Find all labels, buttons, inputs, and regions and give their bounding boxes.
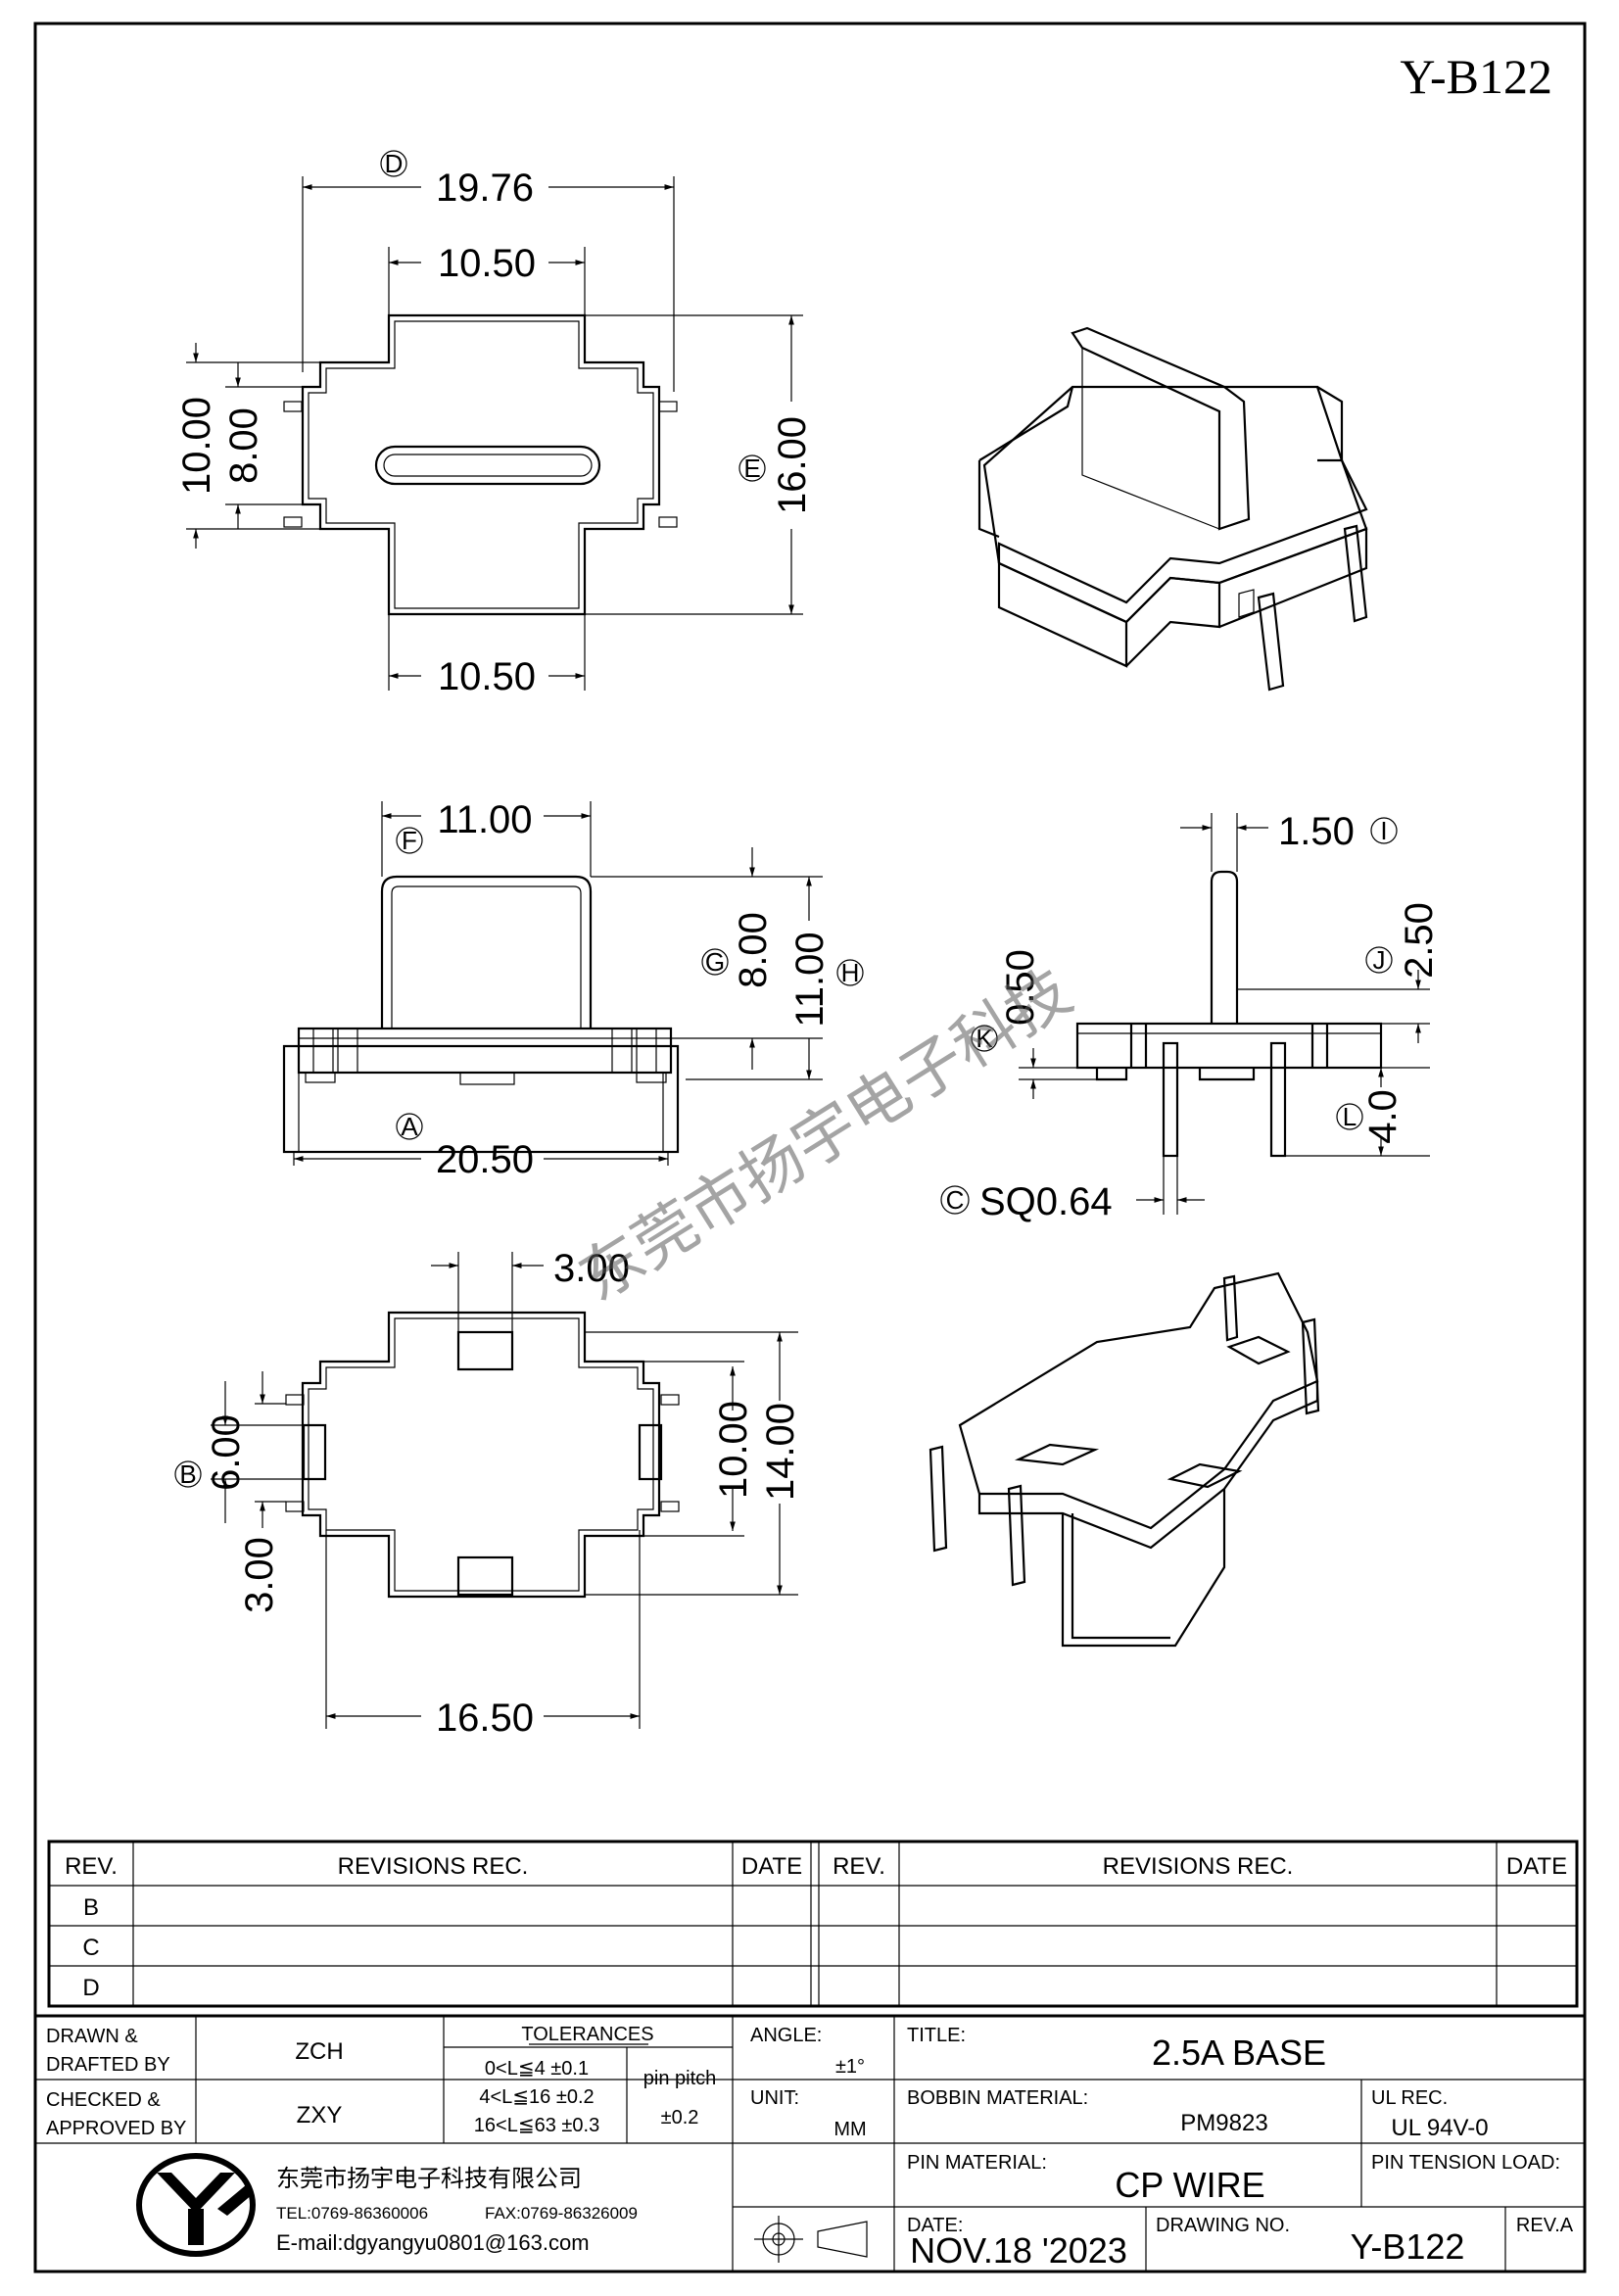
- dim-inner-height: 10.00: [712, 1401, 755, 1499]
- dim-bottom-width: 16.50: [436, 1697, 534, 1740]
- bottom-view-dimensions: 3.00 10.00 14.00 6.00 B 3.00 16.50: [174, 1247, 802, 1740]
- dim-slot-width: 3.00: [553, 1247, 630, 1290]
- rev-header-right: REV.: [833, 1853, 885, 1880]
- unit-label: UNIT:: [750, 2087, 799, 2109]
- tolerances-label: TOLERANCES: [521, 2024, 653, 2045]
- dim-pin-top: 2.50: [1398, 902, 1441, 979]
- rev-header-left: REV.: [65, 1853, 118, 1880]
- company-tel: TEL:0769-86360006: [276, 2204, 428, 2223]
- revisions-table: REV. REVISIONS REC. DATE REV. REVISIONS …: [47, 1840, 1579, 2008]
- checked-value: ZXY: [297, 2102, 343, 2129]
- dim-pin-section: SQ0.64: [979, 1180, 1113, 1223]
- side-view-dimensions: 1.50 I 2.50 J 0.50 K 4.0 L C SQ0.64: [940, 810, 1441, 1223]
- dim-pin-width: 1.50: [1278, 810, 1355, 853]
- company-email: E-mail:dgyangyu0801@163.com: [276, 2230, 590, 2255]
- dim-inner-pin: 8.00: [222, 407, 265, 484]
- front-view-dimensions: 11.00 F 8.00 G 11.00 H 20.50 A: [293, 798, 864, 1181]
- checked-label-1: CHECKED &: [46, 2089, 161, 2111]
- angle-label: ANGLE:: [750, 2025, 822, 2046]
- bobbin-material-label: BOBBIN MATERIAL:: [907, 2087, 1088, 2109]
- ul-rec-value: UL 94V-0: [1391, 2115, 1488, 2141]
- date-header-left: DATE: [741, 1853, 802, 1880]
- callout-a: A: [401, 1112, 418, 1141]
- dim-pin-below: 4.0: [1361, 1089, 1405, 1144]
- callout-d: D: [385, 149, 404, 178]
- tolerance-3: 16<L≦63 ±0.3: [474, 2115, 599, 2136]
- tolerance-2: 4<L≦16 ±0.2: [479, 2086, 594, 2108]
- dim-outer-pin: 10.00: [175, 397, 218, 495]
- pin-tension-label: PIN TENSION LOAD:: [1371, 2152, 1560, 2174]
- top-view: [283, 313, 678, 616]
- callout-l: L: [1343, 1102, 1357, 1131]
- dim-wall-height: 8.00: [732, 912, 775, 988]
- dim-pin-gap: 3.00: [238, 1537, 281, 1613]
- drawing-no-value: Y-B122: [1351, 2226, 1465, 2267]
- dim-bottom-width: 10.50: [438, 655, 536, 698]
- callout-e: E: [743, 454, 760, 483]
- dim-front-top-width: 11.00: [437, 798, 532, 841]
- dim-height: 16.00: [771, 416, 814, 514]
- rev-value: REV.A: [1516, 2215, 1574, 2236]
- pin-pitch-value: ±0.2: [661, 2107, 699, 2129]
- title-value: 2.5A BASE: [1152, 2033, 1326, 2073]
- top-slot: [374, 445, 601, 486]
- company-logo: [136, 2153, 256, 2257]
- title-block: DRAWN & DRAFTED BY ZCH CHECKED & APPROVE…: [33, 2014, 1587, 2273]
- company-fax: FAX:0769-86326009: [485, 2204, 638, 2223]
- callout-k: K: [976, 1024, 993, 1053]
- dim-base-width: 20.50: [436, 1138, 534, 1181]
- callout-i: I: [1380, 816, 1387, 845]
- bobbin-material-value: PM9823: [1180, 2110, 1267, 2136]
- callout-f: F: [402, 826, 417, 855]
- date-label: DATE:: [907, 2215, 963, 2236]
- date-header-right: DATE: [1506, 1853, 1567, 1880]
- unit-value: MM: [833, 2119, 866, 2140]
- rec-header-left: REVISIONS REC.: [338, 1853, 529, 1880]
- side-view: [1075, 870, 1383, 1158]
- callout-c: C: [946, 1185, 965, 1215]
- iso-view-bottom: [929, 1271, 1320, 1648]
- pin-pitch-label: pin pitch: [643, 2068, 717, 2089]
- tolerance-1: 0<L≦4 ±0.1: [485, 2058, 589, 2080]
- top-view-dimensions: 19.76 D 10.50 10.50 16.00 E 10.00 8.00: [175, 149, 814, 698]
- callout-g: G: [705, 947, 725, 977]
- ul-rec-label: UL REC.: [1371, 2087, 1448, 2109]
- dim-outer-height: 14.00: [759, 1403, 802, 1501]
- callout-h: H: [841, 958, 860, 987]
- rev-row-c: C: [82, 1935, 99, 1961]
- company-name: 东莞市扬宇电子科技有限公司: [276, 2166, 582, 2192]
- drawn-label-2: DRAFTED BY: [46, 2054, 170, 2076]
- drawing-no-label: DRAWING NO.: [1156, 2215, 1290, 2236]
- rec-header-right: REVISIONS REC.: [1103, 1853, 1294, 1880]
- rev-row-d: D: [82, 1975, 99, 2001]
- rev-row-b: B: [83, 1894, 99, 1921]
- projection-symbol: [754, 2216, 868, 2263]
- bottom-view: [285, 1311, 680, 1599]
- drawn-value: ZCH: [295, 2038, 343, 2065]
- iso-view-top: [977, 326, 1368, 692]
- drawing-code-label: Y-B122: [1400, 49, 1552, 104]
- angle-value: ±1°: [835, 2056, 865, 2078]
- title-label: TITLE:: [907, 2025, 966, 2046]
- dim-step: 0.50: [999, 949, 1042, 1026]
- date-value: NOV.18 '2023: [910, 2230, 1127, 2271]
- front-view: [282, 875, 680, 1154]
- dim-total-height: 11.00: [788, 932, 832, 1027]
- checked-label-2: APPROVED BY: [46, 2118, 186, 2139]
- dim-top-width: 10.50: [438, 242, 536, 285]
- drawn-label-1: DRAWN &: [46, 2026, 138, 2047]
- callout-j: J: [1373, 945, 1386, 975]
- callout-b: B: [179, 1459, 196, 1489]
- dim-overall-width: 19.76: [436, 167, 534, 210]
- pin-material-label: PIN MATERIAL:: [907, 2152, 1047, 2174]
- dim-pin-span: 6.00: [205, 1414, 248, 1491]
- pin-material-value: CP WIRE: [1115, 2165, 1264, 2205]
